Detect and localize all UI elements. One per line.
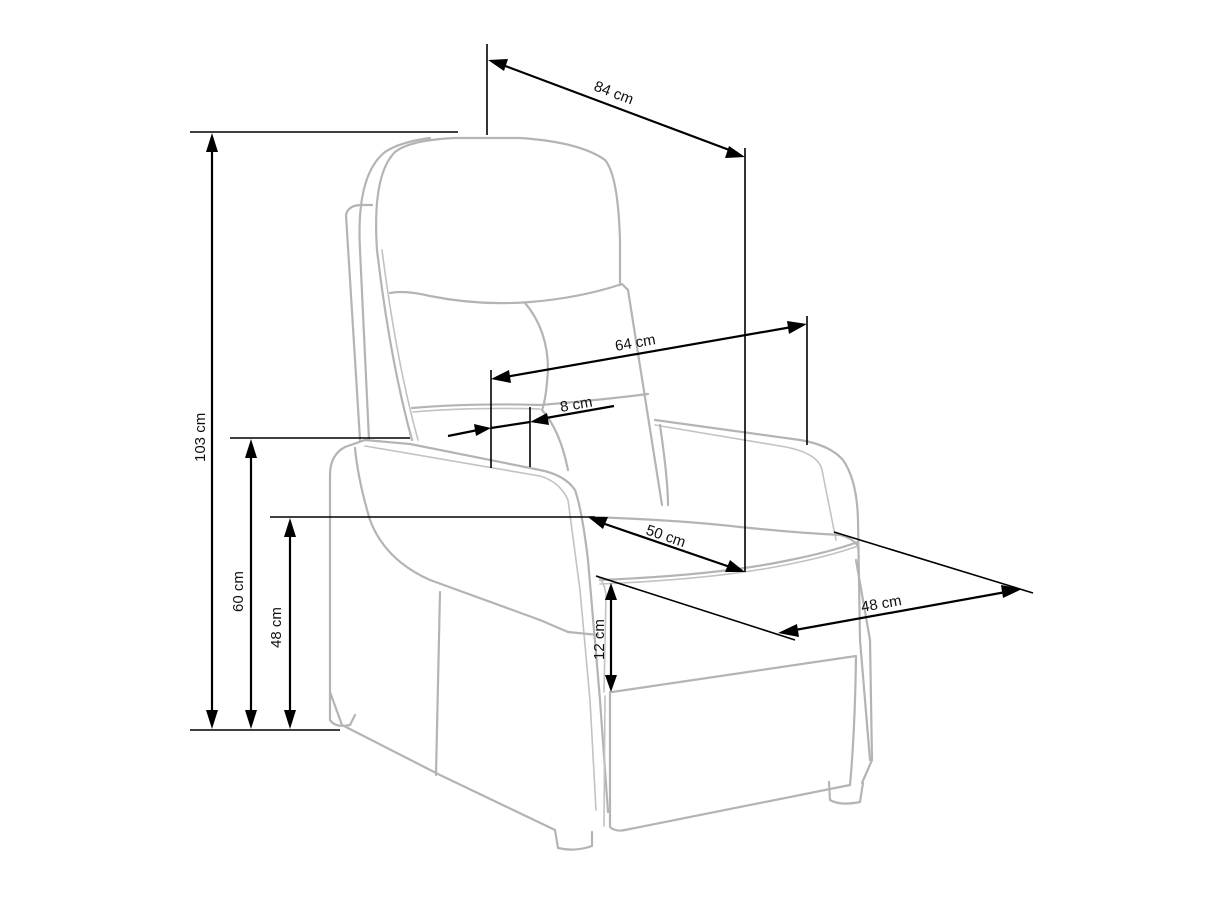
label-width-total: 64 cm (614, 331, 657, 355)
label-seat-width: 48 cm (860, 592, 903, 616)
back-cushion-seam (523, 301, 550, 412)
backrest-outer (358, 136, 432, 442)
label-armrest-width: 8 cm (559, 394, 594, 416)
front-panel-seam (434, 590, 442, 777)
label-height-total: 103 cm (192, 413, 209, 462)
dimension-lines (190, 44, 1034, 731)
label-seat-depth: 50 cm (644, 522, 688, 551)
left-arm-front-face (328, 473, 594, 851)
label-armrest-height: 60 cm (230, 571, 247, 612)
seat-cushion (588, 515, 860, 550)
headrest-seam (388, 282, 630, 305)
backrest-right-edge (626, 288, 664, 507)
left-armrest (328, 438, 610, 814)
armrest-width-dimension (447, 428, 479, 438)
right-armrest (653, 418, 872, 762)
right-front-leg (827, 780, 865, 805)
width-total-dimension (504, 325, 793, 379)
lumbar-seam (410, 392, 650, 410)
label-seat-height: 48 cm (268, 607, 285, 648)
back-side-panel (344, 203, 374, 442)
footrest (608, 654, 858, 832)
label-footrest-height: 12 cm (591, 619, 608, 660)
armchair-outline (328, 136, 874, 851)
backrest-inner (375, 136, 622, 442)
depth-total-dimension (499, 62, 733, 153)
seat-depth-dimension (604, 522, 734, 570)
label-depth-total: 84 cm (592, 78, 636, 109)
seat-width-dimension (794, 590, 1007, 632)
